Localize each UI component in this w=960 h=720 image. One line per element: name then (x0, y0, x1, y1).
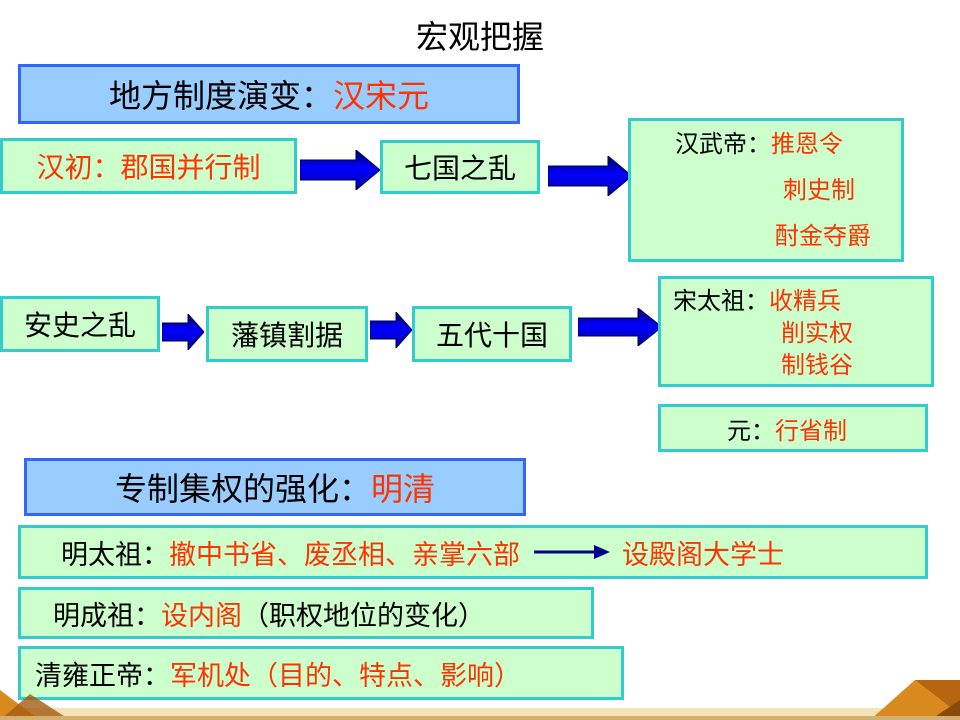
ming-chengzu-note: （职权地位的变化） (242, 600, 485, 632)
box-song-taizu: 宋太祖：收精兵 削实权 制钱谷 (658, 276, 934, 387)
box-han-chu: 汉初：郡国并行制 (0, 138, 297, 194)
arrow-right-icon (578, 308, 662, 346)
yuan-value: 行省制 (775, 416, 847, 445)
wudi-line-1: 汉武帝：推恩令 (675, 121, 843, 167)
page-title: 宏观把握 (415, 18, 544, 56)
arrow-right-icon (370, 312, 412, 348)
ming-taizu-result: 设殿阁大学士 (622, 539, 784, 571)
box-fanzhen: 藩镇割据 (206, 306, 368, 362)
qiguo-text: 七国之乱 (403, 152, 516, 185)
box-wudai: 五代十国 (412, 306, 572, 362)
section-header-centralization: 专制集权的强化：明清 (24, 458, 526, 516)
qing-yongzheng-value: 军机处（目的、特点、影响） (170, 660, 521, 692)
yuan-label: 元： (727, 416, 775, 445)
qing-yongzheng-label: 清雍正帝： (35, 660, 170, 692)
ming-taizu-label: 明太祖： (61, 539, 169, 571)
songtaizu-line-1: 宋太祖：收精兵 (673, 285, 841, 317)
section2-label: 专制集权的强化： (114, 470, 371, 508)
ming-chengzu-label: 明成祖： (53, 600, 161, 632)
box-qing-yongzheng: 清雍正帝：军机处（目的、特点、影响） (18, 646, 624, 700)
arrow-right-icon (300, 150, 380, 190)
songtaizu-label: 宋太祖： (673, 287, 769, 315)
ming-taizu-value: 撤中书省、废丞相、亲掌六部 (169, 539, 520, 571)
box-anshi: 安史之乱 (0, 296, 160, 352)
section-header-highlight: 汉宋元 (333, 77, 430, 115)
wudi-item-1: 推恩令 (771, 130, 843, 158)
fanzhen-text: 藩镇割据 (230, 319, 343, 352)
section-header-label: 地方制度演变： (108, 77, 333, 115)
arrow-right-icon (548, 156, 632, 196)
wudi-label: 汉武帝： (675, 130, 771, 158)
section2-highlight: 明清 (371, 470, 436, 508)
section-header-local-system: 地方制度演变：汉宋元 (18, 64, 520, 124)
box-han-wudi: 汉武帝：推恩令 刺史制 酎金夺爵 (628, 118, 904, 262)
box-ming-taizu: 明太祖：撤中书省、废丞相、亲掌六部 设殿阁大学士 (18, 525, 928, 579)
wudi-item-3: 酎金夺爵 (775, 222, 871, 250)
han-chu-value: 郡国并行制 (120, 151, 261, 184)
songtaizu-item-2: 削实权 (781, 319, 853, 347)
box-yuan: 元：行省制 (658, 404, 928, 452)
wudi-item-2: 刺史制 (783, 176, 855, 204)
ming-chengzu-value: 设内阁 (161, 600, 242, 632)
songtaizu-item-3: 制钱谷 (781, 351, 853, 379)
wudai-text: 五代十国 (435, 319, 548, 352)
anshi-text: 安史之乱 (23, 309, 136, 342)
arrow-right-icon (162, 314, 204, 350)
pyramid-decoration-icon (0, 680, 960, 720)
box-ming-chengzu: 明成祖：设内阁（职权地位的变化） (18, 587, 594, 639)
songtaizu-item-1: 收精兵 (769, 287, 841, 315)
arrow-right-icon (534, 545, 610, 559)
box-qiguo: 七国之乱 (380, 140, 540, 194)
han-chu-label: 汉初： (36, 151, 121, 184)
